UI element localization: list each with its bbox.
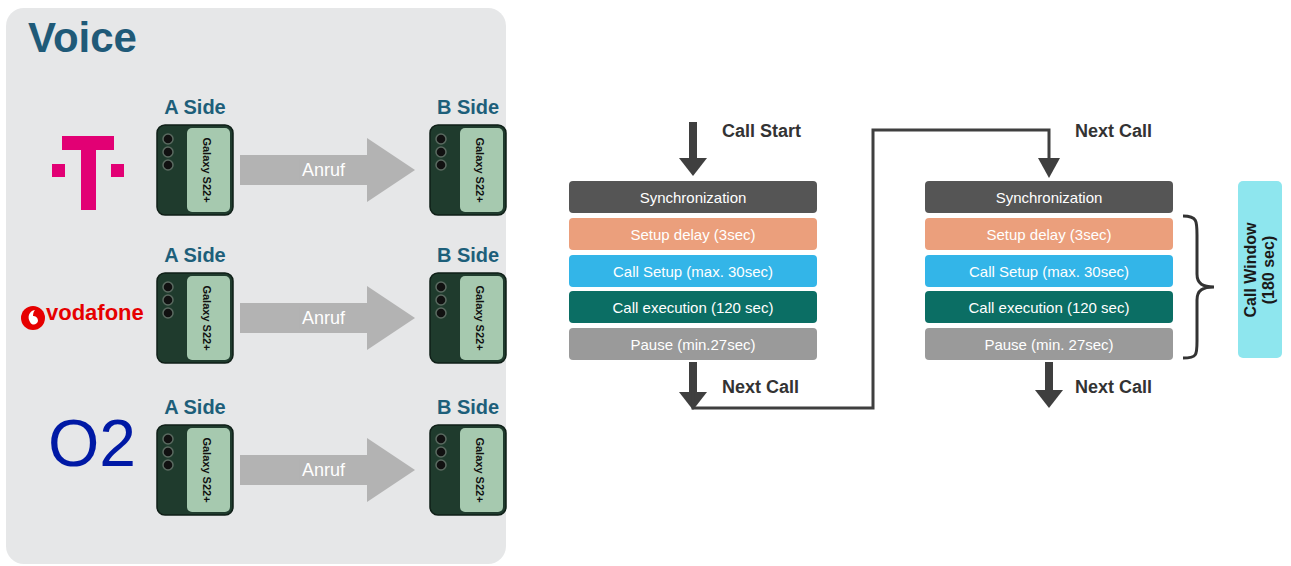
phone-node: B SideGalaxy S22+ [430, 273, 506, 363]
box-text: Setup delay (3sec) [986, 226, 1111, 243]
box-text: Synchronization [640, 189, 747, 206]
process-box: Call execution (120 sec) [925, 291, 1173, 323]
process-box: Synchronization [925, 181, 1173, 213]
box-text: Synchronization [996, 189, 1103, 206]
call-arrow [240, 303, 367, 333]
brand-name: O2 [48, 410, 136, 476]
box-text: Pause (min.27sec) [630, 336, 755, 353]
edge-label: Anruf [299, 160, 348, 181]
phone-model: Galaxy S22+ [201, 137, 213, 202]
box-text: Pause (min. 27sec) [984, 336, 1113, 353]
call-arrow [240, 455, 367, 485]
edge-label: Anruf [299, 308, 348, 329]
side-heading: B Side [437, 244, 499, 267]
box-text: Call Setup (max. 30sec) [613, 263, 773, 280]
phone-model: Galaxy S22+ [474, 137, 486, 202]
process-box: Call execution (120 sec) [569, 291, 817, 323]
side-heading: A Side [164, 244, 226, 267]
phone-node: A SideGalaxy S22+ [157, 125, 233, 215]
process-box: Setup delay (3sec) [925, 218, 1173, 250]
phone-model: Galaxy S22+ [201, 437, 213, 502]
box-text: Call execution (120 sec) [969, 299, 1130, 316]
process-box: Pause (min.27sec) [569, 328, 817, 360]
flow-label: Next Call [1075, 121, 1152, 142]
process-box: Call Setup (max. 30sec) [925, 255, 1173, 287]
phone-model: Galaxy S22+ [201, 285, 213, 350]
edge-label: Anruf [299, 460, 348, 481]
side-heading: A Side [164, 396, 226, 419]
bracket [1183, 216, 1214, 358]
vodafone-logo [21, 306, 45, 330]
phone-model: Galaxy S22+ [474, 437, 486, 502]
phone-node: A SideGalaxy S22+ [157, 425, 233, 515]
call-arrow [240, 155, 367, 185]
box-text: Setup delay (3sec) [630, 226, 755, 243]
side-heading: A Side [164, 96, 226, 119]
flow-label: Next Call [722, 377, 799, 398]
telekom-logo [52, 136, 124, 210]
process-box: Pause (min. 27sec) [925, 328, 1173, 360]
call-window-box: Call Window (180 sec) [1238, 181, 1282, 358]
brand-name: vodafone [46, 300, 144, 326]
process-box: Call Setup (max. 30sec) [569, 255, 817, 287]
panel [6, 8, 506, 564]
process-box: Setup delay (3sec) [569, 218, 817, 250]
phone-illustrations [157, 125, 506, 515]
side-heading: B Side [437, 396, 499, 419]
flow-label: Call Start [722, 121, 801, 142]
phone-node: B SideGalaxy S22+ [430, 425, 506, 515]
phone-node: A SideGalaxy S22+ [157, 273, 233, 363]
process-box: Synchronization [569, 181, 817, 213]
box-text: Call Window (180 sec) [1242, 210, 1278, 330]
title: Voice [28, 14, 137, 62]
phone-node: B SideGalaxy S22+ [430, 125, 506, 215]
flow-label: Next Call [1075, 377, 1152, 398]
box-text: Call execution (120 sec) [613, 299, 774, 316]
side-heading: B Side [437, 96, 499, 119]
phone-model: Galaxy S22+ [474, 285, 486, 350]
box-text: Call Setup (max. 30sec) [969, 263, 1129, 280]
